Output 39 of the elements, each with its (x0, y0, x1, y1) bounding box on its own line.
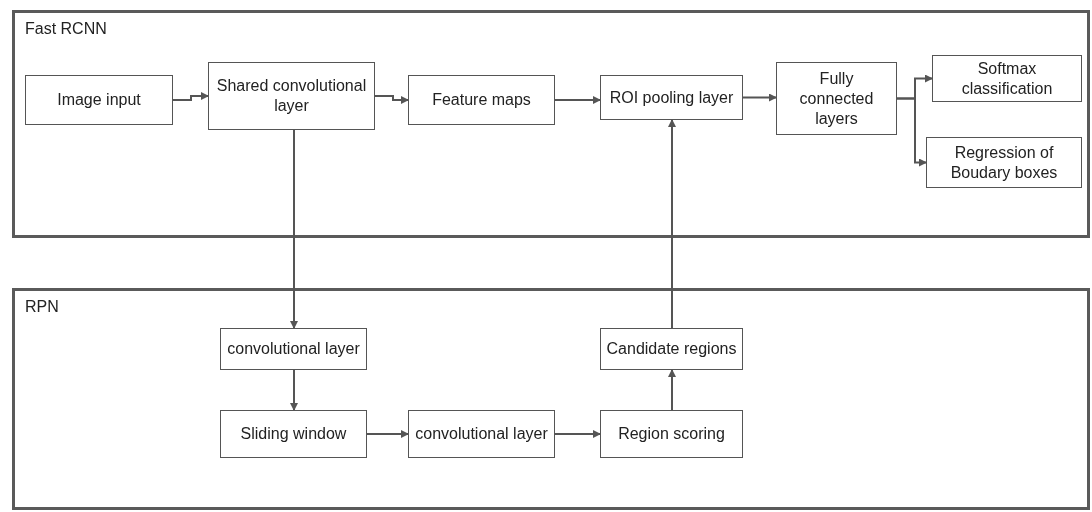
box-label: Fully connected layers (798, 68, 875, 129)
group-title: RPN (25, 298, 59, 316)
process-box (926, 137, 1082, 188)
box-label: ROI pooling layer (609, 87, 734, 108)
arrow (172, 92, 209, 101)
process-box (408, 410, 555, 458)
box-label: Softmax classification (960, 58, 1054, 99)
process-box (600, 410, 743, 458)
box-label: convolutional layer (415, 424, 548, 444)
process-box (776, 62, 897, 135)
arrow (374, 95, 409, 104)
process-box (220, 410, 367, 458)
arrow (896, 97, 927, 167)
group-title: Fast RCNN (25, 20, 107, 38)
box-label: Feature maps (432, 90, 531, 110)
group-panel (12, 288, 1090, 510)
arrow (290, 129, 298, 329)
box-label: Image input (57, 90, 141, 110)
box-label: Shared convolutional layer (215, 76, 368, 116)
arrow (668, 119, 676, 329)
arrow (554, 430, 601, 438)
process-box (600, 75, 743, 120)
process-box (208, 62, 375, 130)
process-box (25, 75, 173, 125)
process-box (408, 75, 555, 125)
arrow (366, 430, 409, 438)
box-label: Sliding window (240, 424, 347, 444)
process-box (932, 55, 1082, 102)
process-box (600, 328, 743, 370)
arrow (668, 369, 676, 411)
process-box (220, 328, 367, 370)
box-label: Region scoring (618, 424, 725, 444)
arrow (554, 96, 601, 104)
arrow (290, 369, 298, 411)
group-panel (12, 10, 1090, 238)
arrow (742, 93, 777, 102)
box-label: convolutional layer (227, 339, 360, 359)
box-label: Regression of Boudary boxes (949, 142, 1059, 183)
box-label: Candidate regions (606, 339, 737, 359)
